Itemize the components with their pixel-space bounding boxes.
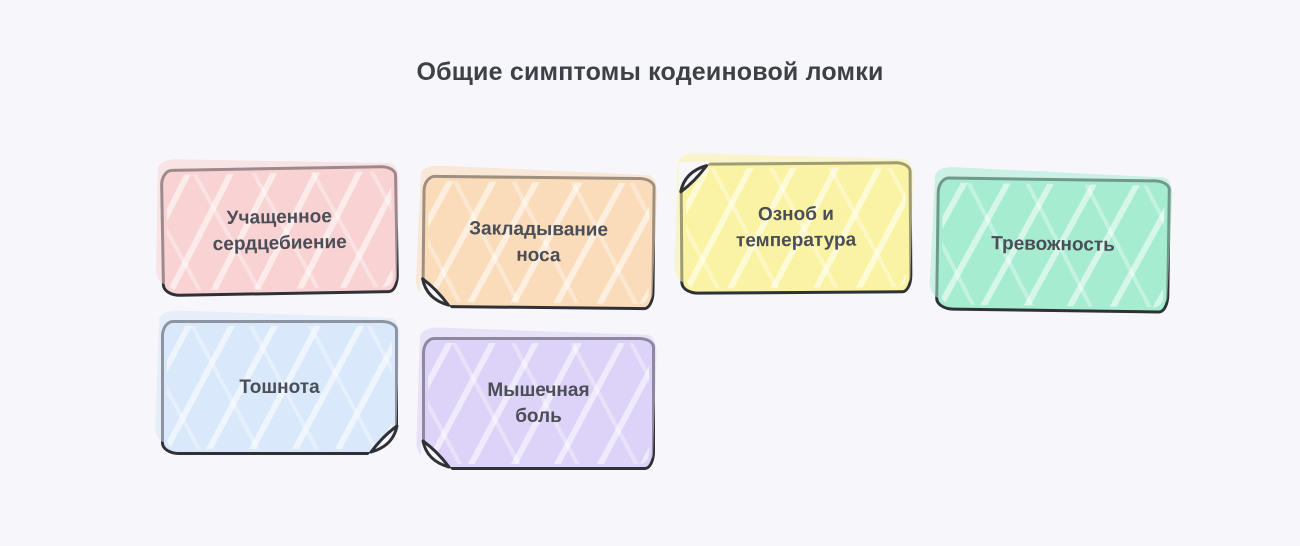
page-curl-icon xyxy=(421,439,453,471)
page-curl-icon xyxy=(420,276,453,310)
symptom-card-muscle-pain: Мышечная боль xyxy=(421,337,655,471)
symptom-card-rapid-heartbeat: Учащенное сердцебиение xyxy=(159,164,400,298)
page-curl-icon xyxy=(678,161,711,194)
card-label: Учащенное сердцебиение xyxy=(212,206,347,256)
symptom-card-nasal-congestion: Закладывание носа xyxy=(420,174,656,311)
page-curl-icon xyxy=(367,424,399,456)
card-label: Закладывание носа xyxy=(469,218,609,266)
page-title: Общие симптомы кодеиновой ломки xyxy=(416,58,884,86)
card-label: Тошнота xyxy=(239,376,320,398)
card-label: Озноб и температура xyxy=(735,204,857,252)
symptom-card-nausea: Тошнота xyxy=(161,320,399,456)
card-label: Мышечная боль xyxy=(487,379,590,427)
card-label: Тревожность xyxy=(991,233,1115,257)
symptom-card-anxiety: Тревожность xyxy=(935,176,1171,314)
symptom-card-chills-fever: Озноб и температура xyxy=(678,161,913,295)
